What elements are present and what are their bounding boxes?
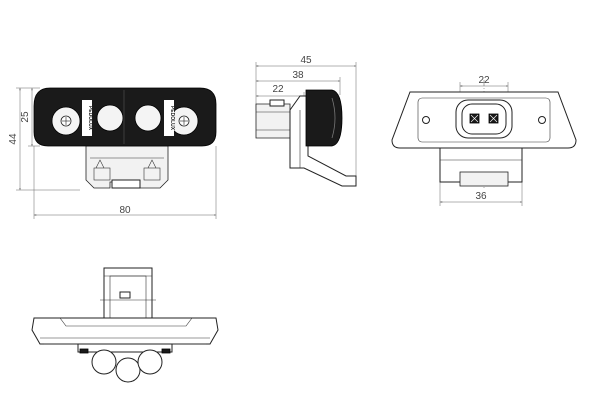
front-brand-label-left: PEDOLUX <box>87 106 93 131</box>
side-view: 45 38 22 <box>255 55 357 187</box>
front-dim-width: 80 <box>33 146 217 219</box>
back-bracket <box>439 147 523 187</box>
side-housing <box>305 89 343 147</box>
front-dim-overall-height: 44 <box>8 87 80 191</box>
bottom-left-lens <box>91 349 117 375</box>
back-view: 22 36 <box>391 75 577 206</box>
back-dim-base-label: 36 <box>475 191 487 202</box>
bottom-base <box>31 317 219 345</box>
side-dim-total: 45 <box>255 55 357 180</box>
side-dim-mid-label: 38 <box>292 70 304 81</box>
side-dim-total-label: 45 <box>300 55 312 66</box>
front-body: PEDOLUX PEDOLUX <box>33 87 217 147</box>
side-connector <box>255 99 291 139</box>
bottom-center-lens <box>115 357 141 383</box>
side-dim-short-label: 22 <box>272 84 284 95</box>
bottom-connector <box>100 267 156 327</box>
front-dim-overall-height-label: 44 <box>8 133 19 145</box>
front-brand-label-right: PEDOLUX <box>169 106 175 131</box>
front-bracket <box>85 145 169 189</box>
front-view: 44 25 80 <box>8 87 217 219</box>
bottom-right-lens <box>137 349 163 375</box>
back-left-screw-icon <box>422 116 430 124</box>
back-connector <box>455 99 513 139</box>
side-dim-short: 22 <box>255 84 305 100</box>
front-dim-body-height-label: 25 <box>20 111 31 123</box>
front-dim-width-label: 80 <box>119 205 131 216</box>
front-center-left-lens <box>96 104 124 132</box>
side-dim-mid: 38 <box>255 70 341 95</box>
back-right-screw-icon <box>538 116 546 124</box>
bottom-view <box>31 267 219 383</box>
front-center-right-lens <box>134 104 162 132</box>
bottom-lenses <box>77 343 173 383</box>
